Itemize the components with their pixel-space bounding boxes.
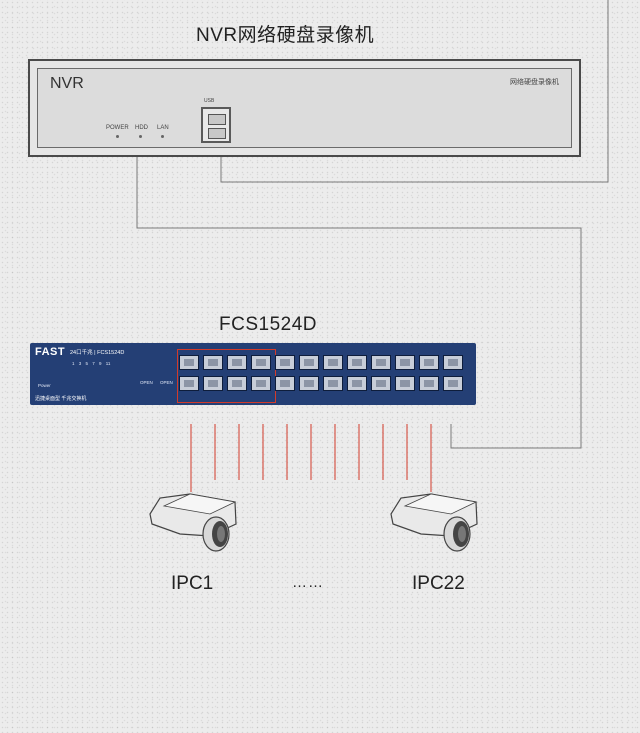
- nvr-device: NVR 网络硬盘录像机 POWER HDD LAN USB: [28, 59, 581, 157]
- camera-icon: [149, 493, 237, 552]
- camera-links: [190, 424, 432, 492]
- lan-led-icon: [161, 135, 164, 138]
- cable-nvr-top: [220, 0, 609, 183]
- ethernet-port-icon: [323, 376, 343, 391]
- switch-model-text: 24口千兆 | FCS1524D: [70, 350, 125, 356]
- ethernet-port-icon: [395, 355, 415, 370]
- ethernet-port-icon: [299, 355, 319, 370]
- camera-icon: [390, 493, 478, 552]
- ethernet-port-icon: [275, 376, 295, 391]
- ethernet-port-icon: [227, 376, 247, 391]
- ethernet-port-icon: [371, 355, 391, 370]
- indicator-lan-label: LAN: [157, 125, 169, 131]
- camera-label-ipc22: IPC22: [412, 573, 465, 594]
- ethernet-port-icon: [203, 376, 223, 391]
- ethernet-port-icon: [275, 355, 295, 370]
- ethernet-port-icon: [347, 355, 367, 370]
- led-row-1: 1 3 5 7 9 11: [72, 361, 111, 366]
- ethernet-port-icon: [179, 355, 199, 370]
- ethernet-port-icon: [323, 355, 343, 370]
- ethernet-port-icon: [227, 355, 247, 370]
- switch-footer-text: 迅捷桌面型 千兆交换机: [35, 396, 87, 402]
- switch-title: FCS1524D: [219, 314, 317, 335]
- ethernet-port-icon: [419, 355, 439, 370]
- nvr-front-label: 网络硬盘录像机: [510, 79, 559, 86]
- ellipsis: ……: [292, 574, 324, 591]
- ethernet-port-icon: [371, 376, 391, 391]
- ethernet-port-icon: [443, 355, 463, 370]
- mode-label-2: OPEN: [160, 380, 173, 385]
- power-led-icon: [116, 135, 119, 138]
- indicator-power-label: POWER: [106, 125, 129, 131]
- cable-nvr-switch: [136, 156, 582, 449]
- camera-label-ipc1: IPC1: [171, 573, 214, 594]
- mode-label: OPEN: [140, 380, 153, 385]
- ethernet-port-icon: [347, 376, 367, 391]
- network-switch: FAST 24口千兆 | FCS1524D Power OPEN OPEN 迅捷…: [30, 343, 476, 405]
- ethernet-port-icon: [179, 376, 199, 391]
- ethernet-port-icon: [395, 376, 415, 391]
- usb-label: USB: [204, 98, 215, 104]
- hdd-led-icon: [139, 135, 142, 138]
- indicator-hdd-label: HDD: [135, 125, 148, 131]
- nvr-brand: NVR: [50, 75, 84, 92]
- switch-brand-logo: FAST: [35, 346, 66, 358]
- ethernet-port-icon: [419, 376, 439, 391]
- usb-port-icon: [201, 107, 231, 143]
- nvr-front-panel: NVR 网络硬盘录像机 POWER HDD LAN USB: [37, 68, 572, 148]
- nvr-title: NVR网络硬盘录像机: [196, 25, 375, 46]
- ethernet-port-icon: [251, 355, 271, 370]
- ethernet-port-icon: [443, 376, 463, 391]
- ethernet-port-icon: [203, 355, 223, 370]
- ethernet-port-icon: [299, 376, 319, 391]
- power-label: Power: [38, 383, 51, 388]
- ethernet-port-icon: [251, 376, 271, 391]
